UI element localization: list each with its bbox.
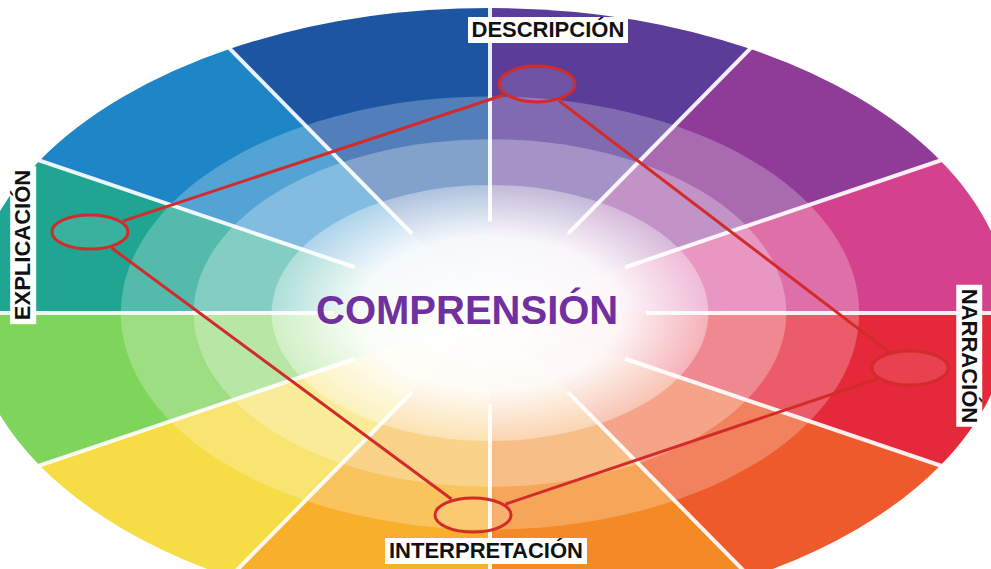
wheel-sectors — [0, 8, 991, 569]
wheel-separator — [646, 311, 991, 315]
circle-outline — [870, 349, 950, 387]
wheel-separator — [0, 311, 334, 315]
center-title: COMPRENSIÓN — [316, 287, 618, 333]
wheel-separator — [625, 145, 985, 267]
circle-outline — [50, 213, 130, 251]
circle-outline — [497, 64, 577, 104]
connector-line — [112, 248, 452, 499]
circle-shape — [499, 66, 575, 102]
stage-label: INTERPRETACIÓN — [385, 538, 587, 564]
stage-label: NARRACIÓN — [956, 285, 982, 427]
circle-outline — [433, 496, 513, 534]
connector-line — [123, 95, 504, 221]
wheel-separator — [568, 392, 776, 569]
marker-circle: EXPLICACIÓN — [50, 213, 130, 251]
connector-line — [506, 379, 878, 504]
wheel-separator — [204, 22, 412, 233]
marker-circle: INTERPRETACIÓN — [433, 496, 513, 534]
circle-shape — [435, 498, 511, 532]
wheel-center — [272, 185, 709, 441]
wheel-separator — [568, 22, 776, 233]
circle-shape — [872, 351, 948, 385]
stage-label: DESCRIPCIÓN — [468, 17, 629, 43]
circle-shape — [52, 215, 128, 249]
marker-circle: NARRACIÓN — [870, 349, 950, 387]
wheel-separator — [0, 145, 355, 267]
stage-label: EXPLICACIÓN — [10, 166, 36, 324]
wheel-separator — [204, 392, 412, 569]
wheel-separator — [0, 359, 355, 481]
marker-circle: DESCRIPCIÓN — [497, 64, 577, 104]
